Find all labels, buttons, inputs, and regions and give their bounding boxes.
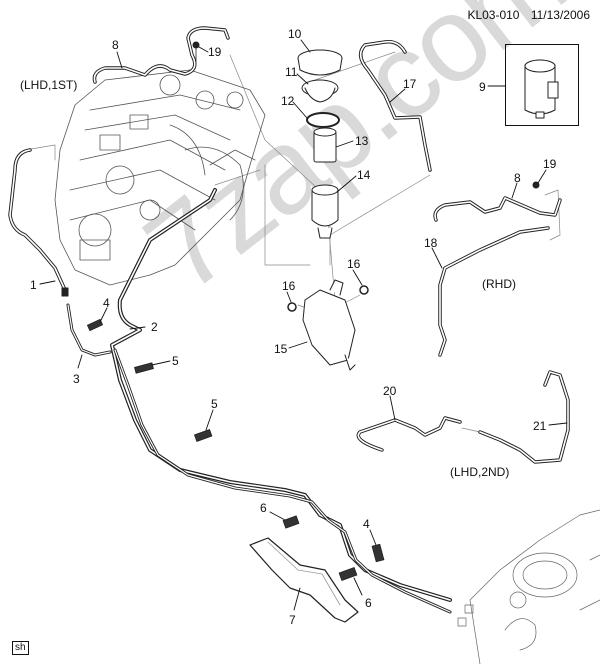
- callout-8[interactable]: 8: [112, 38, 119, 52]
- bolt-19-rhd: [532, 181, 540, 189]
- pipe-bundle-2: [110, 188, 452, 614]
- pipe-21: [478, 370, 570, 464]
- callout-9[interactable]: 9: [479, 80, 486, 94]
- filter-stack: [297, 49, 343, 239]
- callout-12[interactable]: 12: [281, 94, 295, 108]
- footer-badge: sh: [12, 641, 29, 655]
- shield-7: [249, 537, 359, 623]
- bracket-15: [287, 279, 369, 371]
- callout-16[interactable]: 16: [282, 279, 296, 293]
- hose-20: [356, 416, 462, 452]
- callout-19[interactable]: 19: [208, 45, 222, 59]
- callout-7[interactable]: 7: [289, 613, 296, 627]
- clips: [86, 318, 385, 581]
- callout-1[interactable]: 1: [30, 278, 37, 292]
- callout-21[interactable]: 21: [533, 419, 547, 433]
- callout-5[interactable]: 5: [211, 397, 218, 411]
- hose-1: [8, 148, 67, 292]
- callout-4[interactable]: 4: [103, 296, 110, 310]
- note-lhd-1st: (LHD,1ST): [20, 78, 78, 92]
- pipe-18: [438, 226, 550, 357]
- note-rhd: (RHD): [482, 277, 516, 291]
- callout-6[interactable]: 6: [365, 596, 372, 610]
- diagram-date: 11/13/2006: [530, 8, 590, 22]
- callout-17[interactable]: 17: [403, 77, 417, 91]
- callout-14[interactable]: 14: [357, 168, 371, 182]
- callout-10[interactable]: 10: [288, 27, 302, 41]
- callout-18[interactable]: 18: [424, 236, 438, 250]
- callout-15[interactable]: 15: [274, 342, 288, 356]
- pipe-17: [358, 39, 432, 172]
- note-lhd-2nd: (LHD,2ND): [450, 465, 510, 479]
- engine-sketch: [54, 69, 266, 286]
- callout-8[interactable]: 8: [514, 171, 521, 185]
- callout-13[interactable]: 13: [355, 134, 369, 148]
- callout-5[interactable]: 5: [172, 354, 179, 368]
- callout-4[interactable]: 4: [363, 517, 370, 531]
- callout-11[interactable]: 11: [285, 65, 298, 79]
- callout-2[interactable]: 2: [151, 320, 158, 334]
- diagram-code: KL03-010: [467, 8, 520, 22]
- filter-assembly-callout-box: [505, 44, 579, 126]
- callout-6[interactable]: 6: [260, 501, 267, 515]
- leader-lines: [39, 39, 568, 611]
- callout-19[interactable]: 19: [543, 157, 557, 171]
- callout-3[interactable]: 3: [73, 372, 80, 386]
- callout-16[interactable]: 16: [347, 257, 361, 271]
- diagram-header: KL03-010 11/13/2006: [459, 8, 590, 22]
- callout-20[interactable]: 20: [383, 384, 397, 398]
- pipe-3: [66, 303, 112, 357]
- filter-assembly-9: [524, 59, 559, 119]
- fuel-tank-sketch: [457, 509, 600, 664]
